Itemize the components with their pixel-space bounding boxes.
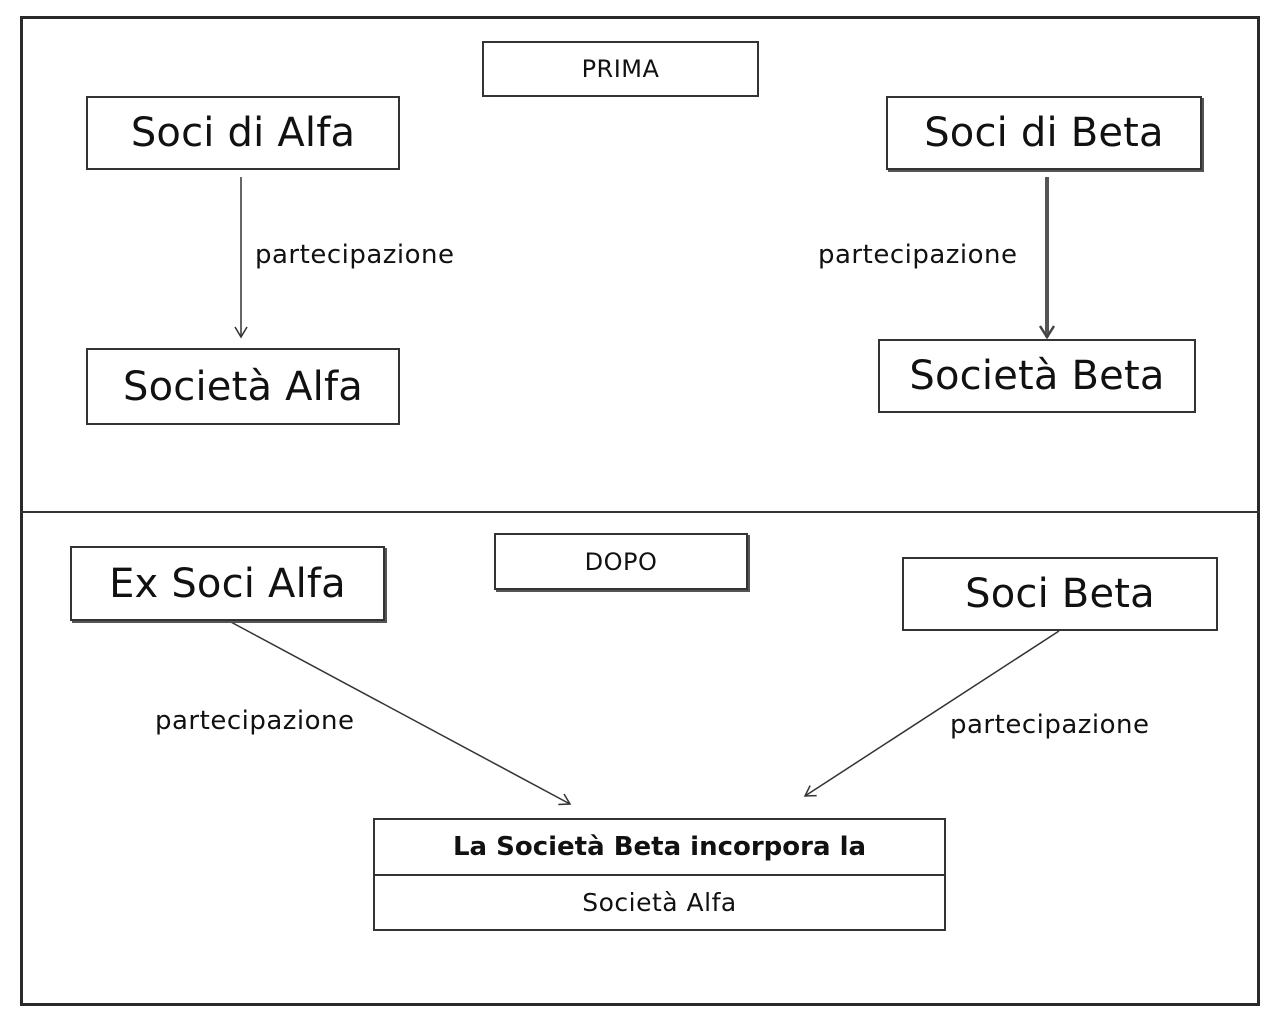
soci-di-alfa-box: Soci di Alfa	[86, 96, 400, 170]
merger-result-body: Società Alfa	[375, 876, 944, 929]
arrow-soci-beta-to-merged	[803, 630, 1060, 797]
after-title-text: DOPO	[584, 547, 658, 576]
ex-soci-alfa-label: Ex Soci Alfa	[109, 560, 346, 607]
ex-soci-alfa-box: Ex Soci Alfa	[70, 546, 385, 621]
arrow-ex-soci-alfa-to-merged	[228, 620, 572, 806]
soci-di-alfa-label: Soci di Alfa	[130, 110, 356, 156]
soci-beta-box: Soci Beta	[902, 557, 1218, 631]
section-divider	[20, 511, 1260, 513]
before-right-arrow-label: partecipazione	[818, 240, 1018, 270]
merger-result-line1: La Società Beta incorpora la	[452, 832, 867, 862]
after-right-arrow-label: partecipazione	[950, 710, 1150, 740]
soci-beta-label: Soci Beta	[965, 571, 1155, 617]
societa-alfa-label: Società Alfa	[123, 363, 363, 410]
soci-di-beta-box: Soci di Beta	[886, 96, 1202, 170]
after-title: DOPO	[494, 533, 748, 590]
merger-result-box: La Società Beta incorpora la Società Alf…	[373, 818, 946, 931]
soci-di-beta-label: Soci di Beta	[924, 110, 1164, 156]
before-title-text: PRIMA	[581, 55, 660, 83]
societa-beta-label: Società Beta	[909, 353, 1165, 399]
societa-alfa-box: Società Alfa	[86, 348, 400, 425]
after-left-arrow-label: partecipazione	[155, 706, 355, 736]
before-left-arrow-label: partecipazione	[255, 240, 455, 270]
societa-beta-box: Società Beta	[878, 339, 1196, 413]
merger-result-header: La Società Beta incorpora la	[375, 820, 944, 876]
before-title: PRIMA	[482, 41, 759, 97]
merger-result-line2: Società Alfa	[582, 888, 737, 917]
